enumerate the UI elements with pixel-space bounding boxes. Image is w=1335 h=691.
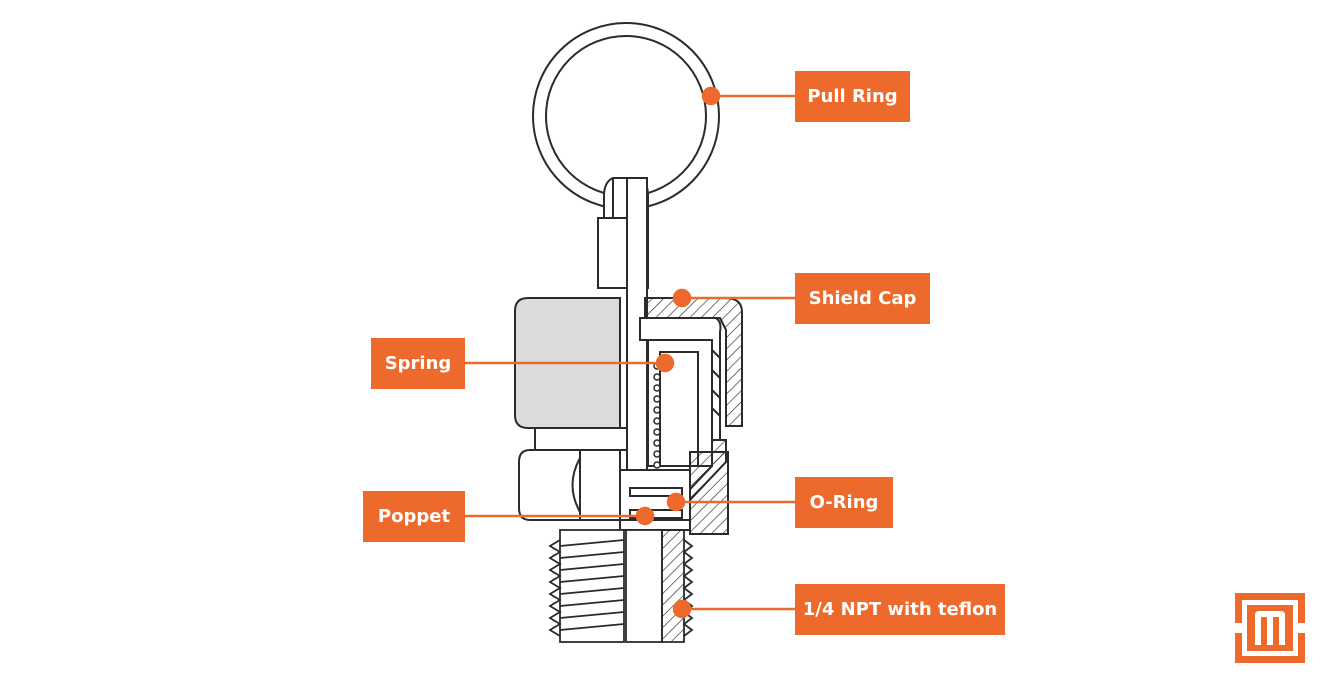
hex-nut-part: [518, 449, 729, 535]
npt-marker: [672, 599, 692, 619]
spring-label: Spring: [371, 338, 465, 389]
poppet-label: Poppet: [363, 491, 465, 542]
leader-lines: [464, 86, 796, 619]
threads-part: [548, 529, 694, 643]
shield-cap-left-part: [514, 297, 628, 451]
pull-ring-marker: [701, 86, 721, 106]
o-ring-text: O-Ring: [809, 492, 879, 513]
poppet-text: Poppet: [377, 506, 451, 527]
poppet-marker: [635, 506, 655, 526]
o-ring-marker: [666, 492, 686, 512]
o-ring-label: O-Ring: [795, 477, 893, 528]
spring-marker: [655, 353, 675, 373]
pull-ring-text: Pull Ring: [807, 86, 898, 107]
spring-text: Spring: [384, 353, 452, 374]
shield-cap-text: Shield Cap: [808, 288, 917, 309]
pull-ring-label: Pull Ring: [795, 71, 910, 122]
shield-cap-marker: [672, 288, 692, 308]
brand-logo-icon: [1235, 593, 1305, 663]
npt-label: 1/4 NPT with teflon: [795, 584, 1005, 635]
shield-cap-label: Shield Cap: [795, 273, 930, 324]
npt-text: 1/4 NPT with teflon: [802, 599, 998, 620]
